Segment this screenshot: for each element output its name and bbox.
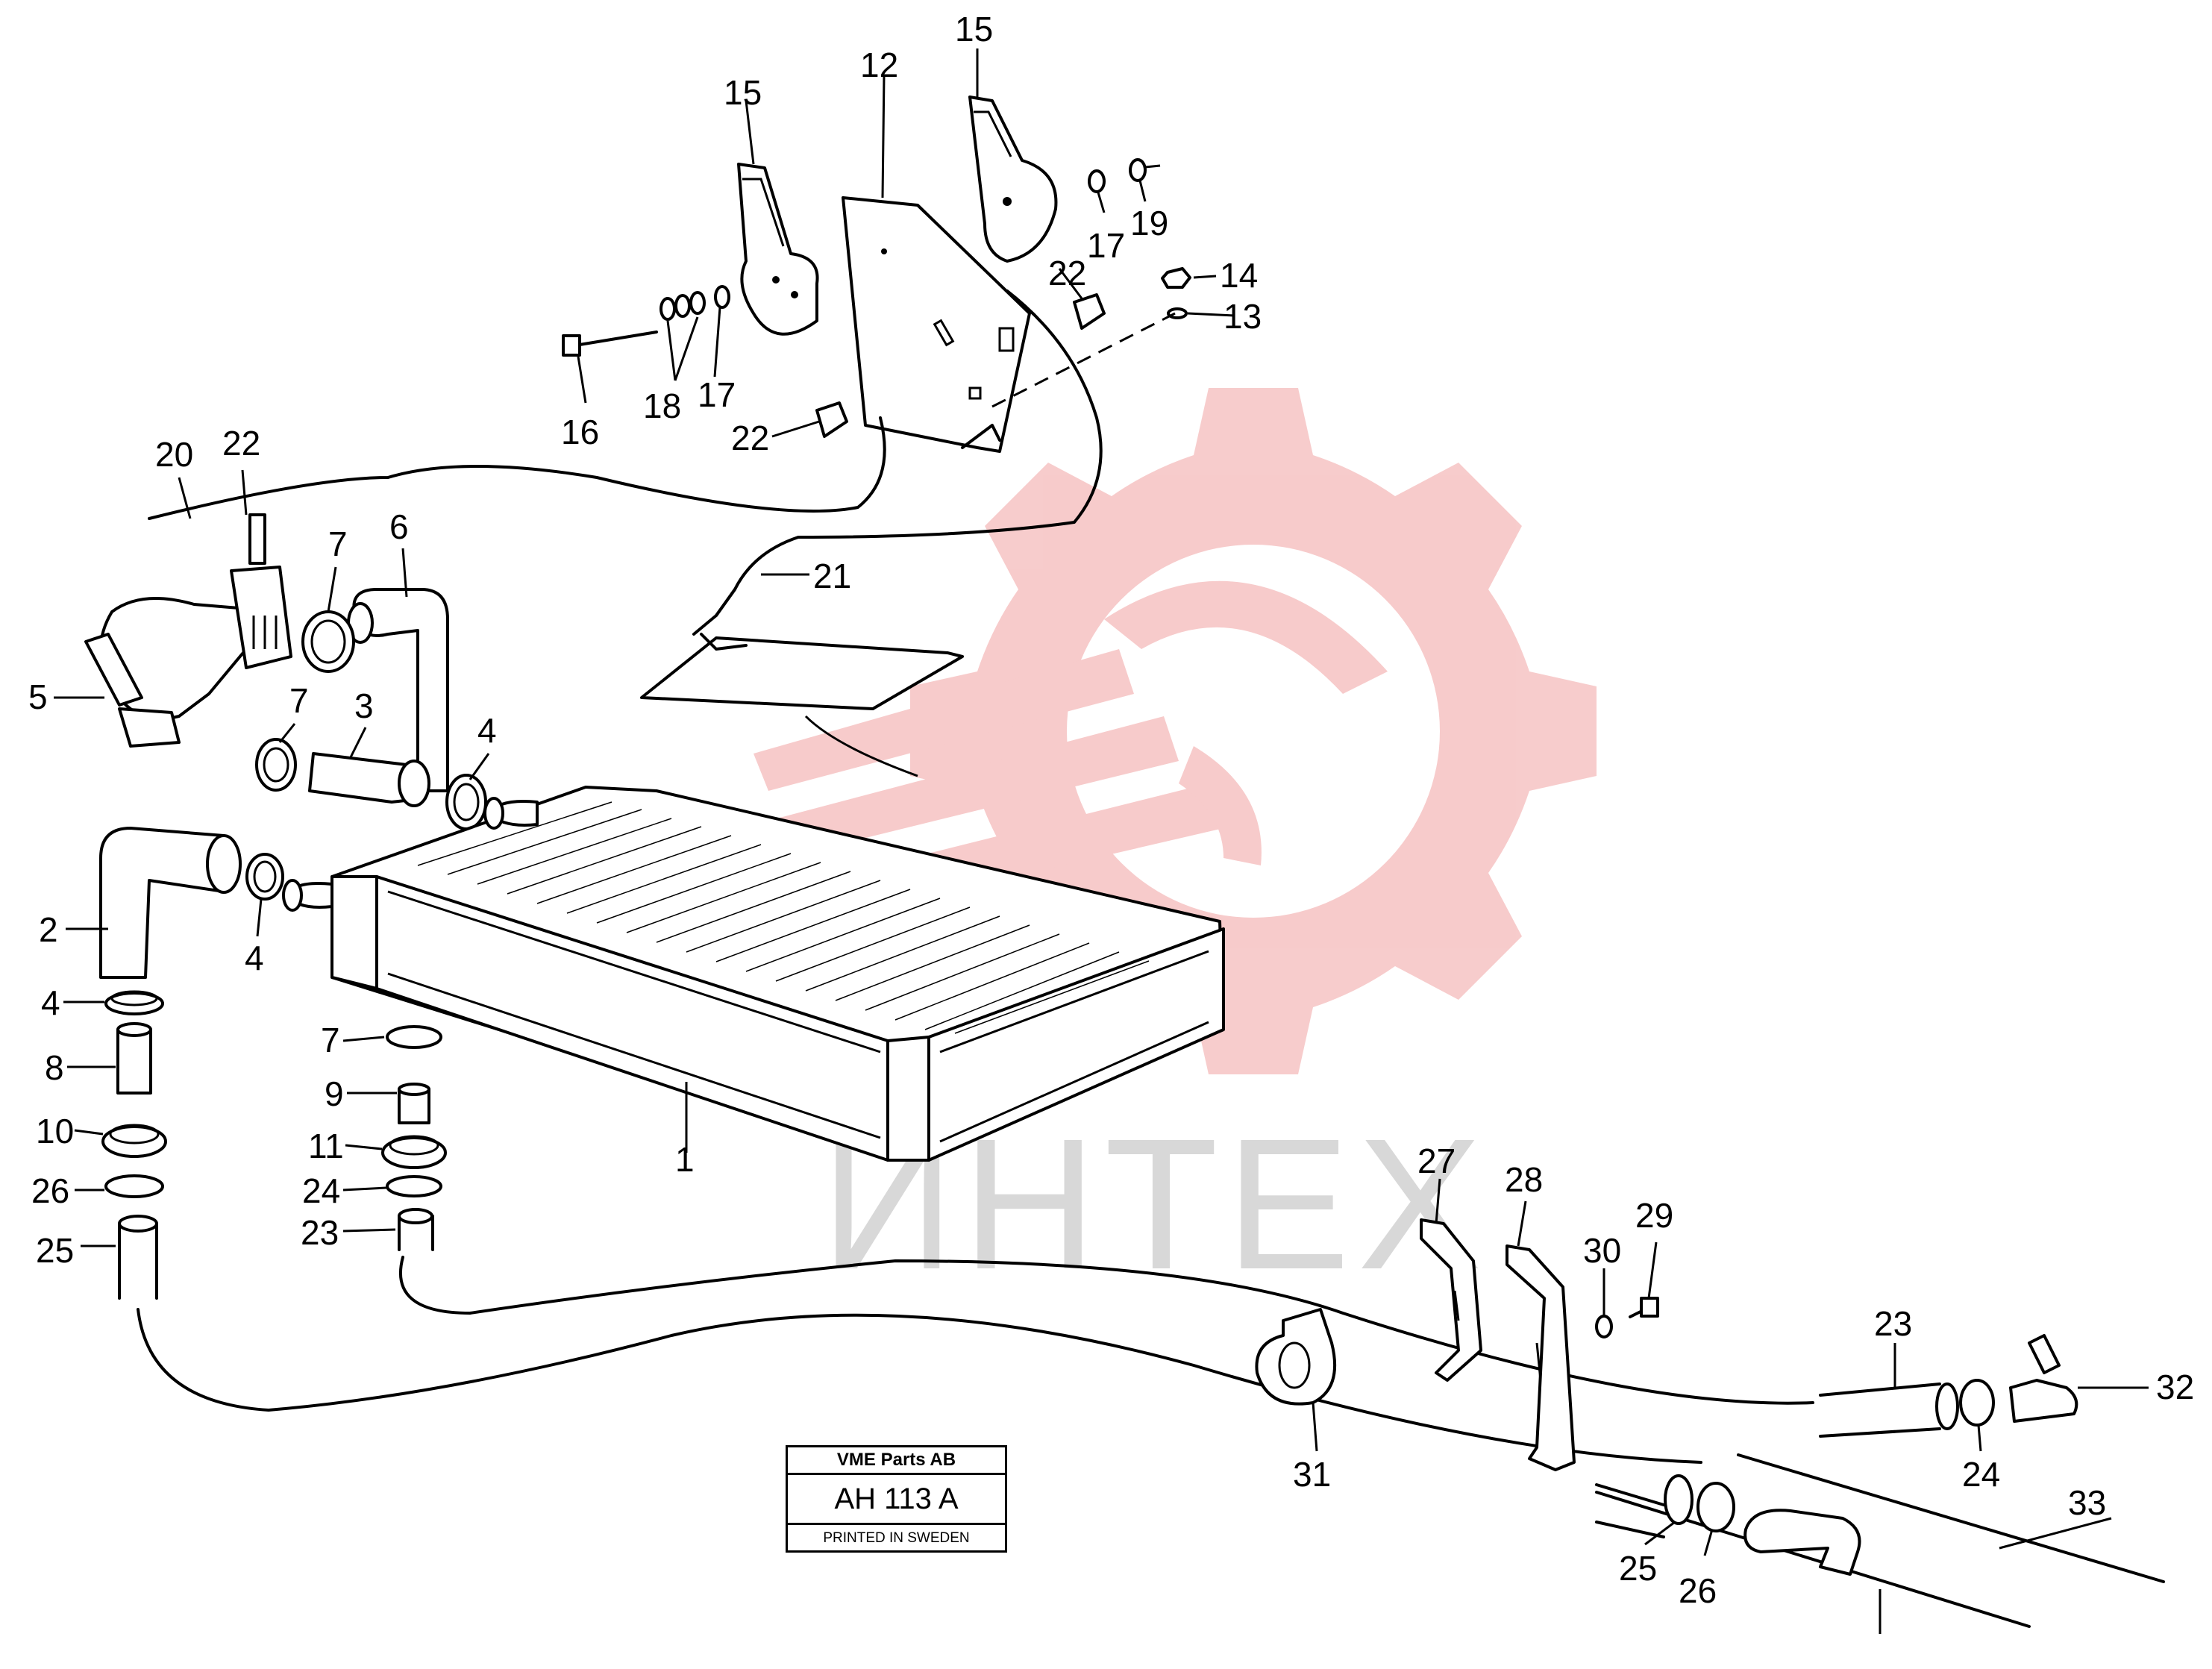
callout-4-mid: 4 — [245, 939, 264, 977]
elbow-hose-26 — [1743, 1509, 1861, 1576]
stamp-printed: PRINTED IN SWEDEN — [823, 1530, 970, 1546]
callout-22-top: 22 — [1048, 254, 1086, 292]
callout-25-left: 25 — [36, 1231, 74, 1270]
callout-15-right: 15 — [955, 10, 993, 48]
dashed-connection — [991, 312, 1176, 408]
control-knob-left — [737, 163, 819, 336]
cable-clip-22-middle — [815, 401, 848, 438]
core-fins — [417, 801, 1150, 1034]
leader-lines — [54, 48, 2149, 1634]
callout-11: 11 — [308, 1127, 344, 1165]
hose-6 — [347, 588, 449, 792]
pipe-9 — [398, 1083, 430, 1124]
cable-clip-22-upper — [1073, 293, 1106, 330]
hose-clamp-4-upper — [445, 774, 487, 830]
callout-1: 1 — [675, 1140, 695, 1179]
hose-clamp-7-upper — [301, 610, 355, 673]
washers-18 — [659, 285, 730, 321]
callout-10: 10 — [36, 1112, 74, 1150]
callout-17-right: 17 — [1087, 226, 1125, 265]
heater-core — [282, 786, 1225, 1162]
stamp-code: AH 113 A — [788, 1475, 1005, 1525]
callout-30: 30 — [1583, 1231, 1621, 1270]
clamp-7-lower — [386, 1025, 442, 1049]
callout-5: 5 — [28, 677, 48, 716]
p-clip-31 — [1255, 1308, 1337, 1406]
hose-2 — [99, 827, 242, 979]
callout-23-right: 23 — [1874, 1304, 1912, 1343]
callout-4-right: 4 — [477, 711, 497, 750]
callout-7-mid: 7 — [289, 681, 309, 720]
control-cables — [148, 289, 1103, 636]
callout-15-left: 15 — [724, 73, 762, 112]
callout-32: 32 — [2156, 1368, 2194, 1406]
grommet-10 — [101, 1124, 167, 1158]
callout-13: 13 — [1224, 297, 1262, 336]
callout-labels: 15 12 15 17 19 22 14 13 16 18 17 22 20 2… — [28, 10, 2194, 1610]
drain-hose-upper — [398, 1256, 1814, 1405]
callout-31: 31 — [1293, 1455, 1331, 1494]
clamp-4-lower-left — [104, 990, 164, 1015]
callout-3: 3 — [354, 686, 374, 725]
hose-23-middle — [398, 1208, 434, 1251]
hose-3 — [308, 752, 430, 807]
hose-23-right — [1819, 1383, 1959, 1438]
callout-12: 12 — [860, 46, 898, 84]
clamp-24-right — [1959, 1379, 1995, 1427]
control-knob-right — [968, 95, 1058, 263]
callout-23-left: 23 — [301, 1213, 339, 1252]
drain-hose-lower — [137, 1308, 1702, 1464]
bolt-16 — [562, 331, 658, 357]
callout-28: 28 — [1505, 1160, 1543, 1199]
callout-29: 29 — [1635, 1196, 1673, 1235]
callout-22-middle: 22 — [731, 419, 769, 457]
callout-18: 18 — [643, 386, 681, 425]
bracket-28 — [1506, 1244, 1576, 1471]
callout-24-left: 24 — [302, 1171, 340, 1210]
grommet-11 — [381, 1135, 447, 1169]
washer-30 — [1595, 1315, 1613, 1338]
callout-17-left: 17 — [698, 375, 736, 414]
clamp-24-middle — [386, 1175, 442, 1197]
hose-clamp-7-middle — [255, 738, 297, 792]
parts-stamp: VME Parts AB AH 113 A PRINTED IN SWEDEN — [786, 1445, 1007, 1553]
callout-9: 9 — [325, 1074, 344, 1113]
callout-20: 20 — [155, 435, 193, 474]
hose-25-right — [1595, 1474, 1694, 1538]
water-valve — [84, 513, 292, 748]
clamp-26-left — [104, 1174, 164, 1198]
callout-7-lower: 7 — [321, 1021, 340, 1059]
control-panel-bracket — [842, 196, 1031, 453]
callout-21: 21 — [813, 557, 851, 595]
callout-25-right: 25 — [1619, 1549, 1657, 1588]
elbow-32 — [2009, 1334, 2078, 1423]
hose-25-left — [118, 1215, 158, 1300]
callout-7-top: 7 — [328, 525, 348, 563]
callout-6: 6 — [389, 507, 409, 546]
washers-17-19 — [1088, 158, 1161, 193]
hose-clamp-4-left — [245, 853, 284, 901]
bracket-27 — [1420, 1218, 1482, 1382]
callout-19: 19 — [1130, 204, 1168, 242]
nut-14-washer-13 — [1161, 267, 1191, 319]
pipe-8 — [116, 1022, 152, 1095]
callout-14: 14 — [1220, 256, 1258, 295]
callout-26-right: 26 — [1679, 1571, 1717, 1610]
callout-8: 8 — [45, 1048, 64, 1087]
callout-26-left: 26 — [31, 1171, 69, 1210]
bolt-29 — [1629, 1297, 1659, 1318]
callout-24-right: 24 — [1962, 1455, 2000, 1494]
callout-27: 27 — [1417, 1142, 1456, 1180]
callout-2: 2 — [39, 910, 58, 949]
callout-33: 33 — [2068, 1483, 2106, 1522]
stamp-company: VME Parts AB — [788, 1447, 1005, 1475]
callout-22-left: 22 — [222, 424, 260, 463]
callout-4-left: 4 — [41, 983, 60, 1022]
clamp-26-right — [1696, 1482, 1735, 1532]
air-flap — [640, 633, 964, 777]
callout-16: 16 — [561, 413, 599, 451]
